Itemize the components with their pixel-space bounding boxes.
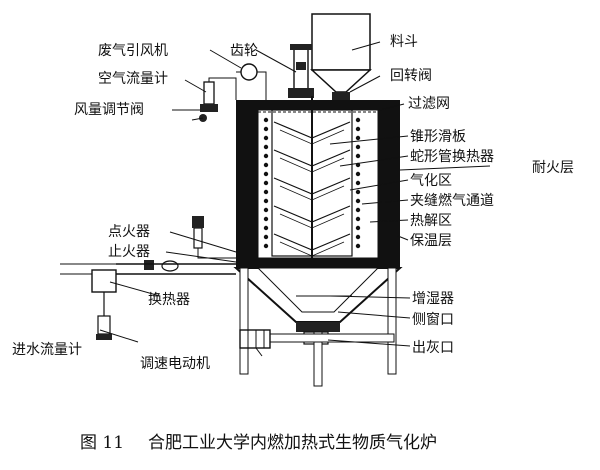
coil-turn — [263, 225, 269, 231]
gear-assembly — [288, 44, 314, 98]
cone-plate-4 — [273, 205, 351, 223]
cone-plate-1 — [273, 121, 351, 139]
coil-turn — [263, 198, 269, 204]
coil-turn — [355, 126, 361, 132]
coil-turn — [355, 189, 361, 195]
coil-turn — [355, 207, 361, 213]
label-filter: 过滤网 — [408, 96, 450, 112]
label-coil-exchanger: 蛇形管换热器 — [410, 148, 494, 165]
coil-turn — [355, 216, 361, 222]
label-insulation: 保温层 — [410, 233, 452, 249]
label-gear: 齿轮 — [230, 43, 258, 59]
coil-turn — [355, 198, 361, 204]
air-line-drawing — [191, 77, 237, 122]
coil-turn — [355, 234, 361, 240]
cone-plates — [273, 121, 351, 257]
label-speed-motor: 调速电动机 — [140, 356, 210, 372]
label-humidifier: 增湿器 — [412, 291, 454, 307]
cone-plate-3 — [273, 177, 351, 195]
coil-turn — [263, 153, 269, 159]
label-igniter: 点火器 — [108, 224, 150, 240]
coil-exchanger-drawing — [263, 117, 361, 249]
coil-turn — [263, 216, 269, 222]
caption-title: 合肥工业大学内燃加热式生物质气化炉 — [148, 433, 437, 453]
label-heat-exchanger: 换热器 — [148, 291, 190, 308]
coil-turn — [355, 144, 361, 150]
cone-plate-5 — [273, 233, 351, 251]
label-water-flowmeter: 进水流量计 — [12, 342, 82, 358]
hopper-drawing — [310, 13, 372, 102]
coil-turn — [263, 243, 269, 249]
coil-turn — [263, 171, 269, 177]
coil-turn — [355, 180, 361, 186]
coil-turn — [263, 126, 269, 132]
speed-motor-drawing — [239, 329, 271, 349]
label-ash-outlet: 出灰口 — [412, 340, 454, 356]
coil-turn — [355, 117, 361, 123]
igniter-drawing — [192, 216, 236, 259]
coil-turn — [355, 225, 361, 231]
label-hopper: 料斗 — [390, 34, 418, 50]
label-pyrolysis-zone: 热解区 — [410, 213, 452, 229]
label-air-valve: 风量调节阀 — [74, 102, 144, 118]
caption-figure-number: 图 11 — [80, 433, 124, 453]
coil-turn — [355, 153, 361, 159]
label-air-flowmeter: 空气流量计 — [98, 71, 168, 87]
coil-turn — [263, 135, 269, 141]
coil-turn — [355, 135, 361, 141]
coil-turn — [263, 117, 269, 123]
coil-turn — [263, 144, 269, 150]
bottom-cone — [233, 267, 403, 345]
cone-plate-inner-3 — [279, 185, 345, 201]
coil-turn — [355, 243, 361, 249]
cone-plate-inner-1 — [279, 129, 345, 145]
cone-plate-2 — [273, 149, 351, 167]
label-gap-channel: 夹缝燃气通道 — [410, 192, 494, 209]
labels: 废气引风机 齿轮 料斗 空气流量计 回转阀 风量调节阀 过滤网 锥形滑板 蛇形管… — [12, 34, 574, 372]
coil-turn — [263, 207, 269, 213]
coil-turn — [263, 189, 269, 195]
cone-plate-inner-4 — [279, 213, 345, 229]
coil-turn — [263, 180, 269, 186]
label-side-window: 侧窗口 — [412, 311, 454, 328]
coil-turn — [355, 171, 361, 177]
water-heat-exchanger-drawing — [60, 263, 236, 340]
cone-plate-inner-5 — [279, 241, 345, 257]
leader-lines — [99, 41, 491, 357]
label-extinguisher: 止火器 — [108, 244, 150, 260]
label-rotary-valve: 回转阀 — [390, 68, 432, 84]
extinguisher-drawing — [144, 260, 179, 272]
coil-turn — [263, 234, 269, 240]
figure-caption: 图 11 合肥工业大学内燃加热式生物质气化炉 — [80, 433, 437, 453]
label-gasify-zone: 气化区 — [410, 173, 452, 189]
label-exhaust-fan: 废气引风机 — [98, 43, 168, 59]
label-refractory: 耐火层 — [532, 160, 574, 176]
coil-turn — [263, 162, 269, 168]
cone-plate-inner-2 — [279, 157, 345, 173]
label-cone-plate: 锥形滑板 — [410, 128, 466, 145]
exhaust-fan-drawing — [236, 63, 267, 100]
